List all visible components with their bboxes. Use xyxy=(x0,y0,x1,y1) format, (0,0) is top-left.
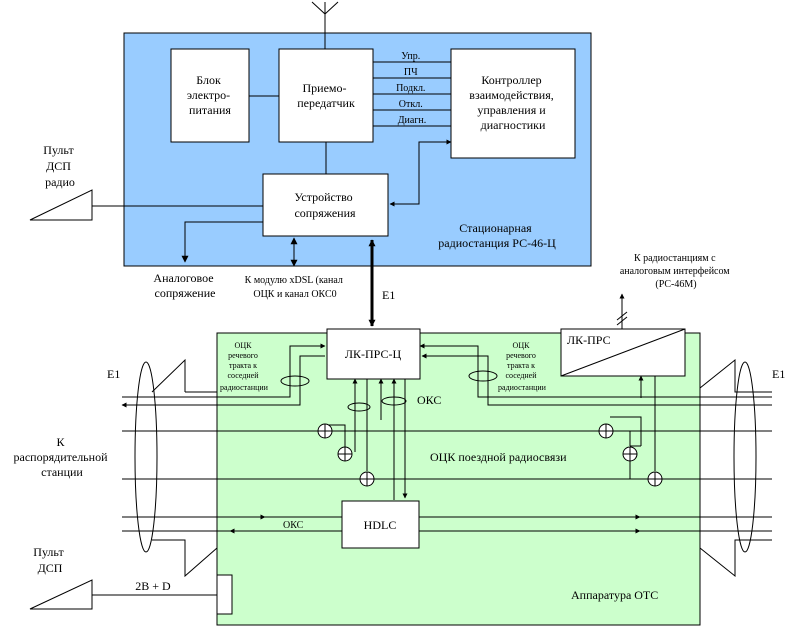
isdn-port xyxy=(216,574,233,615)
interface-device-block: Устройство сопряжения xyxy=(262,173,389,237)
dsp-console-icon xyxy=(29,579,93,610)
signal-label-pch: ПЧ xyxy=(404,67,418,78)
signal-label-podkl: Подкл. xyxy=(396,83,425,94)
svg-text:Приемо- передатчик: Приемо- передатчик xyxy=(297,81,355,110)
analog-radios-label: К радиостанциям с аналоговым интерфейсом… xyxy=(620,253,732,290)
transceiver-line-2: передатчик xyxy=(297,96,355,110)
left-edge-shape xyxy=(134,358,218,578)
power-supply-line-2: электро- xyxy=(187,88,230,102)
svg-text:Устройство сопряжения: Устройство сопряжения xyxy=(294,190,356,220)
ock-train-label: ОЦК поездной радиосвязи xyxy=(430,450,567,464)
svg-text:Упр. ПЧ Подкл.: Упр. ПЧ Подкл. Откл. Диагн. xyxy=(396,51,428,126)
hdlc-block: HDLC xyxy=(341,500,420,549)
dispatcher-station-label: К распорядительной станции xyxy=(14,435,111,479)
ock-right-label: ОЦК речевого тракта к соседней радиостан… xyxy=(498,341,547,392)
oks-bottom-label: ОКС xyxy=(283,520,304,531)
lk-prs-block: ЛК-ПРС xyxy=(560,328,686,377)
oks-top-label: ОКС xyxy=(417,393,441,407)
lk-prs-c-label: ЛК-ПРС-Ц xyxy=(345,347,402,361)
svg-text:Контроллер взаимодействи: Контроллер взаимодействия, управления и … xyxy=(469,73,556,132)
dsp-radio-label: Пульт ДСП радио xyxy=(43,143,76,189)
right-ock-paths xyxy=(419,343,772,406)
adder-icon xyxy=(622,446,638,462)
adder-icon xyxy=(598,423,614,439)
lk-prs-c-internal-links xyxy=(325,378,408,500)
e1-vertical-label: E1 xyxy=(382,288,395,302)
transceiver-block: Приемо- передатчик xyxy=(278,48,374,143)
interface-device-line-1: Устройство xyxy=(294,190,352,204)
dsp-label: Пульт ДСП xyxy=(33,545,66,575)
controller-line-3: управления и xyxy=(477,103,546,117)
interface-device-line-2: сопряжения xyxy=(294,206,356,220)
signal-label-otkl: Откл. xyxy=(399,99,423,110)
ots-label: Аппаратура ОТС xyxy=(571,588,658,602)
controller-line-4: диагностики xyxy=(481,118,546,132)
dsp-radio-console-icon xyxy=(29,189,93,221)
svg-text:Блок электро- пита: Блок электро- питания xyxy=(187,73,233,117)
analog-interface-label: Аналоговое сопряжение xyxy=(153,271,216,300)
lk-prs-label: ЛК-ПРС xyxy=(567,333,611,347)
hdlc-label: HDLC xyxy=(364,518,397,532)
transceiver-line-1: Приемо- xyxy=(302,81,346,95)
xdsl-label: К модулю xDSL (канал ОЦК и канал ОКС0 xyxy=(245,275,346,300)
e1-right-label: E1 xyxy=(772,367,785,381)
power-supply-block: Блок электро- питания xyxy=(170,48,250,143)
adder-icon xyxy=(647,471,663,487)
lk-prs-internal-links xyxy=(610,375,656,479)
adder-icon xyxy=(337,446,353,462)
antenna-icon xyxy=(311,1,339,49)
power-supply-line-1: Блок xyxy=(196,73,221,87)
signal-label-diagn: Диагн. xyxy=(398,115,427,126)
lk-prs-c-block: ЛК-ПРС-Ц xyxy=(326,328,421,380)
ock-left-label: ОЦК речевого тракта к соседней радиостан… xyxy=(220,341,269,392)
signal-label-upr: Упр. xyxy=(401,51,420,62)
power-supply-line-3: питания xyxy=(189,103,231,117)
left-ock-paths xyxy=(121,343,326,408)
e1-left-label: E1 xyxy=(107,367,120,381)
bus-label: 2B + D xyxy=(135,579,171,593)
adder-icon xyxy=(317,423,333,439)
controller-block: Контроллер взаимодействия, управления и … xyxy=(450,48,576,159)
control-signal-lines: Упр. ПЧ Подкл. Откл. Диагн. xyxy=(373,51,451,127)
adder-icon xyxy=(359,471,375,487)
station-label: Стационарная радиостанция РС-46-Ц xyxy=(438,221,556,250)
controller-line-2: взаимодействия, xyxy=(469,88,553,102)
right-edge-shape xyxy=(699,358,772,578)
controller-line-1: Контроллер xyxy=(481,73,541,87)
